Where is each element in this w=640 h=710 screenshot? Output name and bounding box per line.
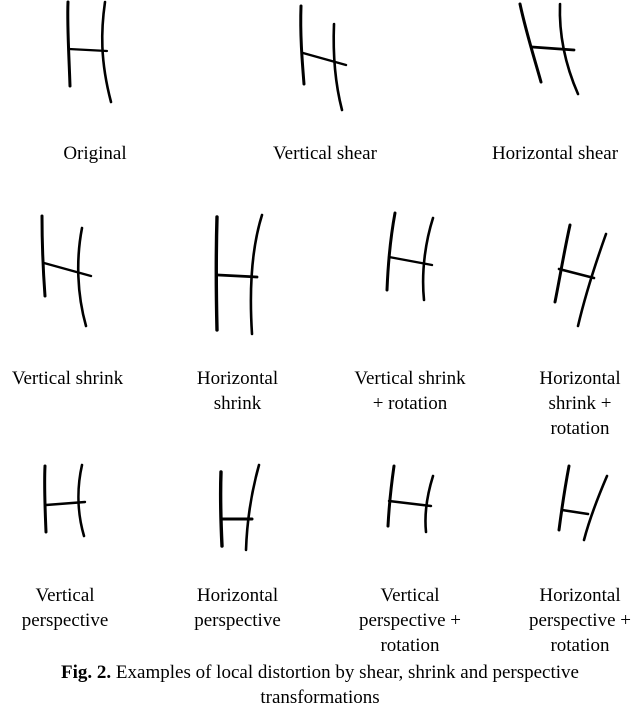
letter-h-vertical-shrink-image: [36, 214, 100, 329]
panel-label-horizontal-perspective-rotation: Horizontal perspective + rotation: [529, 585, 631, 656]
panel-label-vertical-perspective-rotation: Vertical perspective + rotation: [359, 585, 461, 656]
letter-h-original-image: [60, 0, 120, 105]
letter-h-horizontal-perspective-rotation-image: [554, 462, 614, 542]
figure-caption-text: Examples of local distortion by shear, s…: [111, 662, 579, 708]
letter-h-horizontal-perspective-image: [212, 460, 274, 552]
letter-h-vertical-shear-image: [292, 4, 357, 114]
figure-caption-lead: Fig. 2.: [61, 662, 112, 683]
panel-label-vertical-shrink: Vertical shrink: [11, 368, 124, 389]
panel-label-horizontal-perspective: Horizontal perspective: [194, 585, 281, 631]
letter-h-vertical-shrink-rotation-image: [376, 210, 441, 305]
panel-label-horizontal-shrink: Horizontal shrink: [196, 368, 279, 414]
letter-h-horizontal-shrink-rotation-image: [550, 222, 615, 332]
panel-label-vertical-shrink-rotation: Vertical shrink + rotation: [354, 368, 466, 414]
panel-label-original: Original: [63, 143, 127, 164]
panel-label-horizontal-shrink-rotation: Horizontal shrink + rotation: [539, 368, 621, 439]
panel-label-horizontal-shear: Horizontal shear: [491, 143, 619, 164]
letter-h-vertical-perspective-rotation-image: [380, 462, 440, 537]
panel-label-vertical-perspective: Vertical perspective: [21, 585, 109, 631]
figure-caption: Fig. 2. Examples of local distortion by …: [0, 660, 640, 710]
letter-h-horizontal-shear-image: [512, 2, 587, 97]
letter-h-horizontal-shrink-image: [207, 212, 269, 337]
letter-h-vertical-perspective-image: [38, 462, 93, 542]
panel-label-vertical-shear: Vertical shear: [273, 143, 377, 164]
